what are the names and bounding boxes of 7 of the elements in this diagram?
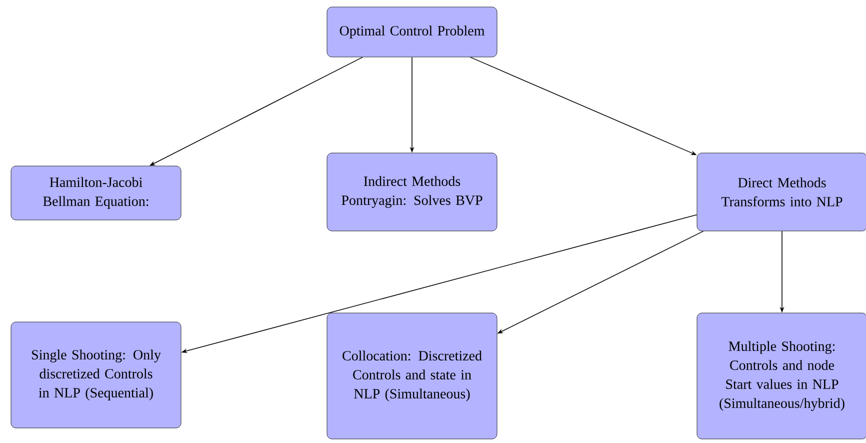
method-box: Optimal Control Problem [326,6,498,58]
method-box: Direct Methods Transforms into NLP [696,152,866,232]
method-box: Collocation: Discretized Controls and state in NLP (Simultaneous) [326,312,498,440]
method-box: Indirect Methods Pontryagin: Solves BVP [326,152,498,232]
method-box: Single Shooting: Only discretized Controls in NLP (Sequential) [10,322,182,428]
method-box: Hamilton-Jacobi Bellman Equation: [10,166,182,220]
method-box: Multiple Shooting: Controls and node Start values in NLP (Simultaneous/hybrid) [696,312,866,440]
